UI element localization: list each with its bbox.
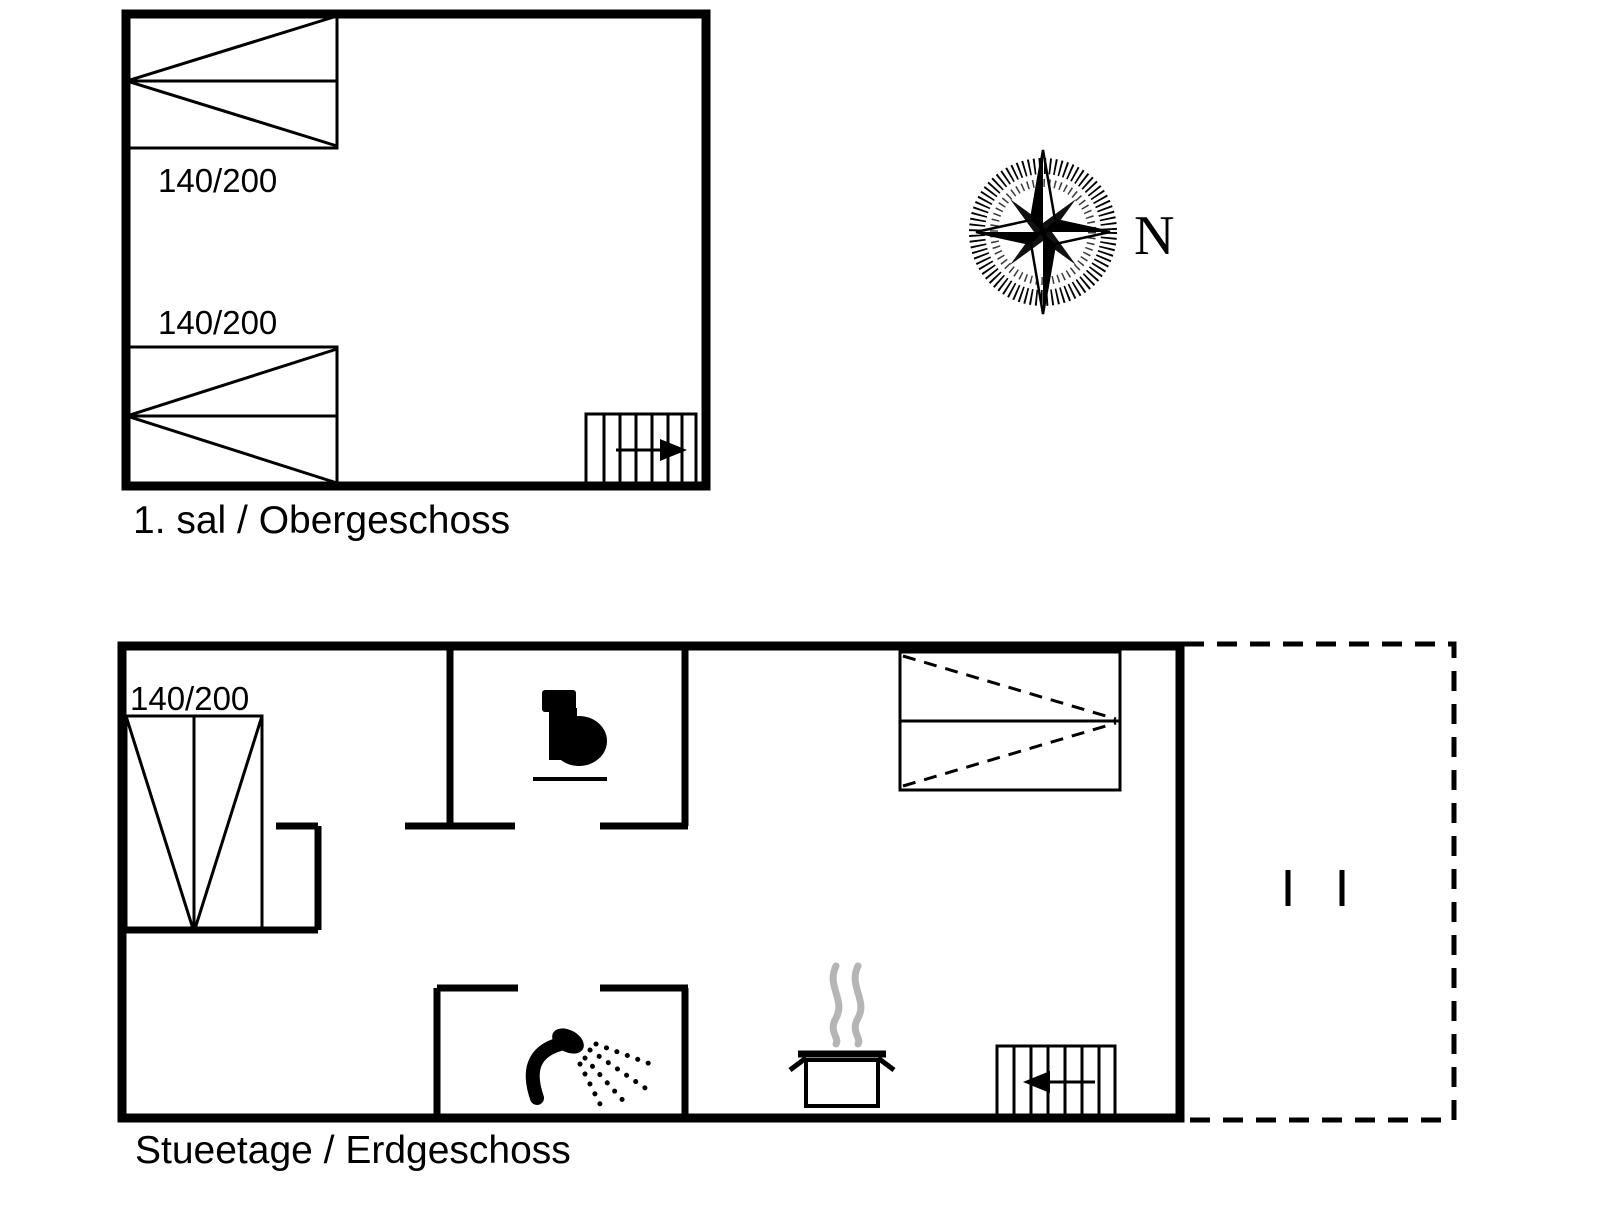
pot-handles [788, 1056, 896, 1072]
compass-center-dot [1039, 228, 1047, 236]
terrace-marks [1285, 870, 1345, 906]
staircase-upper-icon [584, 412, 698, 488]
compass-rose-icon: N [969, 149, 1174, 315]
toilet-bowl [551, 716, 607, 766]
upper-floor-plan: 140/200 140/200 1. sal / Obergeschoss [121, 9, 711, 542]
stair-arrow-right-icon [660, 439, 687, 461]
toilet-cistern [542, 690, 576, 712]
ground-floor-outer-wall [117, 641, 1185, 1123]
ground-floor-label: Stueetage / Erdgeschoss [135, 1129, 571, 1172]
pot-body [804, 1058, 880, 1108]
ground-floor-plan: 140/200 [117, 641, 1457, 1172]
double-bed-icon [898, 650, 1122, 792]
shower-handle [525, 1037, 567, 1105]
shower-icon [525, 1028, 659, 1115]
bed-fan-lines [126, 347, 338, 485]
single-bed-left-icon [124, 714, 264, 934]
stair-arrow-left-icon [1023, 1071, 1050, 1093]
single-bed-bottom-icon [125, 345, 339, 487]
bed-fan-lines [124, 715, 264, 933]
staircase-ground-icon [995, 1044, 1117, 1120]
shower-spray-dots [577, 1041, 659, 1115]
compass-point-north-half [1031, 150, 1043, 232]
compass-star-shading [976, 150, 1110, 314]
upper-floor-outer-wall [121, 9, 711, 491]
bed-size-label: 140/200 [130, 680, 249, 717]
toilet-icon [533, 690, 607, 781]
bed-size-label: 140/200 [158, 162, 277, 199]
cooking-pot-icon [788, 962, 896, 1108]
upper-floor-label: 1. sal / Obergeschoss [133, 499, 510, 542]
compass-point-west-half [976, 232, 1043, 244]
bed-size-label: 140/200 [158, 304, 277, 341]
compass-north-label: N [1134, 205, 1174, 267]
steam-wave-icon [851, 962, 865, 1048]
interior-walls [122, 646, 689, 1118]
single-bed-top-icon [125, 12, 339, 150]
compass-point-east-half [1043, 220, 1110, 232]
terrace-dashed-outline [1184, 641, 1457, 1123]
compass-point-south-half [1043, 232, 1055, 314]
bed-fan-lines [126, 14, 338, 148]
stair-outline [995, 1044, 1117, 1120]
bed-dashed-fan-lines [902, 654, 1117, 788]
stair-outline [584, 412, 698, 488]
shower-head [552, 1028, 584, 1054]
steam-wave-icon [829, 962, 843, 1048]
